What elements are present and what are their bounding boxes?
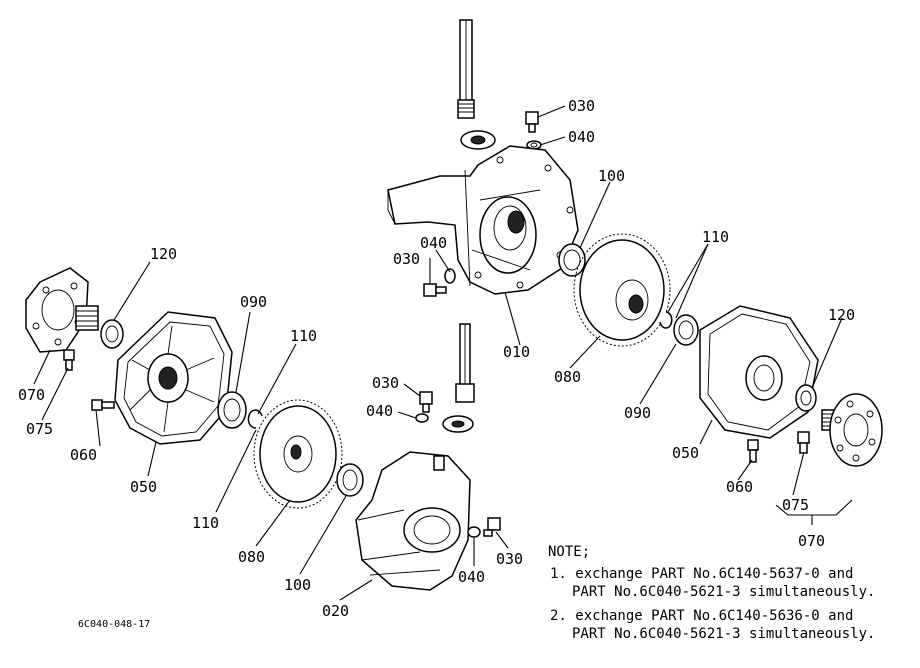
callout-upper-080: 080 xyxy=(554,368,581,386)
upper-hub-070 xyxy=(821,393,883,467)
lower-shaft xyxy=(455,323,475,403)
upper-seal-120 xyxy=(795,384,817,412)
note-item2-line1: 2. exchange PART No.6C140-5636-0 and xyxy=(550,608,853,624)
callout-left-110-top: 110 xyxy=(290,327,317,345)
callout-upper-left-030: 030 xyxy=(393,250,420,268)
left-cover-050 xyxy=(114,311,233,445)
left-bolt-060 xyxy=(91,399,115,411)
callout-upper-120: 120 xyxy=(828,306,855,324)
note-item1-line1: 1. exchange PART No.6C140-5637-0 and xyxy=(550,566,853,582)
upper-bolt-030 xyxy=(525,111,539,133)
upper-gear-080 xyxy=(573,233,671,347)
callout-upper-040: 040 xyxy=(568,128,595,146)
figure-code: 6C040-048-17 xyxy=(78,619,150,630)
callout-lower-030-top: 030 xyxy=(372,374,399,392)
callout-labels: 030 040 040 030 010 100 110 080 090 050 … xyxy=(18,97,855,620)
upper-collar xyxy=(460,130,496,150)
lower-bolt-030-right xyxy=(483,517,501,537)
upper-bolt-075 xyxy=(797,431,810,454)
notes-block: NOTE; 1. exchange PART No.6C140-5637-0 a… xyxy=(548,544,875,642)
upper-bolt-060 xyxy=(747,439,759,463)
callout-upper-010: 010 xyxy=(503,343,530,361)
callout-left-060: 060 xyxy=(70,446,97,464)
callout-upper-050: 050 xyxy=(672,444,699,462)
lower-washer-040 xyxy=(415,413,429,423)
upper-cover-050 xyxy=(699,305,819,439)
left-bearing-090 xyxy=(217,391,247,429)
leader-lines xyxy=(33,105,853,601)
callout-upper-030: 030 xyxy=(568,97,595,115)
upper-shaft xyxy=(457,19,475,119)
left-bolt-075 xyxy=(63,349,75,371)
callout-left-050: 050 xyxy=(130,478,157,496)
callout-upper-110: 110 xyxy=(702,228,729,246)
lower-collar xyxy=(442,415,474,433)
note-item2-line2: PART No.6C040-5621-3 simultaneously. xyxy=(572,626,875,642)
callout-left-120: 120 xyxy=(150,245,177,263)
upper-bearing-100 xyxy=(558,243,586,277)
callout-lower-040-right: 040 xyxy=(458,568,485,586)
left-bearing-100 xyxy=(336,463,364,497)
callout-upper-090: 090 xyxy=(624,404,651,422)
callout-upper-060: 060 xyxy=(726,478,753,496)
left-seal-120 xyxy=(100,319,124,349)
callout-upper-left-040: 040 xyxy=(420,234,447,252)
callout-left-110-bottom: 110 xyxy=(192,514,219,532)
callout-lower-020: 020 xyxy=(322,602,349,620)
left-gear-080 xyxy=(253,399,343,509)
callout-left-100: 100 xyxy=(284,576,311,594)
lower-case-020 xyxy=(355,451,471,591)
upper-circlip-110 xyxy=(659,311,673,329)
note-heading: NOTE; xyxy=(548,544,590,560)
callout-left-070: 070 xyxy=(18,386,45,404)
note-item1-line2: PART No.6C040-5621-3 simultaneously. xyxy=(572,584,875,600)
left-circlip-110 xyxy=(247,409,263,429)
callout-left-090: 090 xyxy=(240,293,267,311)
callout-left-080: 080 xyxy=(238,548,265,566)
lower-bolt-030 xyxy=(419,391,433,413)
upper-left-bolt-030 xyxy=(423,283,447,297)
callout-left-075: 075 xyxy=(26,420,53,438)
callout-upper-075: 075 xyxy=(782,496,809,514)
upper-case-010 xyxy=(387,145,579,295)
upper-left-washer-040 xyxy=(444,268,456,284)
upper-bearing-090 xyxy=(673,314,699,346)
lower-washer-040-right xyxy=(467,526,481,538)
callout-upper-100: 100 xyxy=(598,167,625,185)
callout-lower-030-right: 030 xyxy=(496,550,523,568)
callout-upper-070: 070 xyxy=(798,532,825,550)
left-hub-070 xyxy=(25,267,99,353)
callout-lower-040-top: 040 xyxy=(366,402,393,420)
